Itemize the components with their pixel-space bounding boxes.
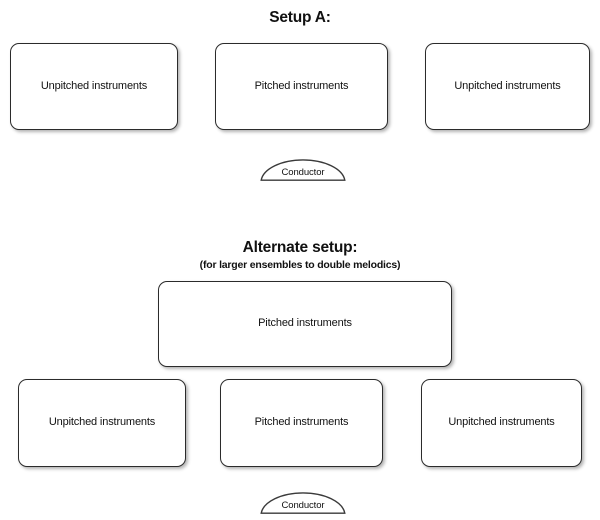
setup-a-title: Setup A: [269, 9, 331, 26]
setup-a-box-unpitched-left: Unpitched instruments [10, 43, 178, 130]
box-label: Unpitched instruments [454, 79, 561, 92]
box-label: Unpitched instruments [448, 416, 555, 429]
box-label: Unpitched instruments [48, 416, 156, 429]
alternate-box-unpitched-right: Unpitched instruments [421, 379, 582, 467]
alternate-box-unpitched-left: Unpitched instruments [18, 379, 186, 467]
alternate-setup-conductor: Conductor [259, 489, 347, 515]
setup-a-conductor: Conductor [259, 156, 347, 182]
box-label: Pitched instruments [258, 317, 352, 330]
setup-a-box-unpitched-right: Unpitched instruments [425, 43, 590, 130]
conductor-label: Conductor [281, 167, 325, 178]
alternate-box-pitched-center: Pitched instruments [220, 379, 383, 467]
box-label: Pitched instruments [254, 79, 349, 92]
conductor-dome-icon [260, 492, 346, 514]
box-label: Pitched instruments [254, 416, 349, 429]
alternate-setup-title: Alternate setup: [242, 239, 358, 256]
alternate-box-pitched-wide: Pitched instruments [158, 281, 452, 367]
box-label: Unpitched instruments [40, 79, 148, 92]
conductor-label: Conductor [281, 500, 325, 511]
conductor-dome-icon [260, 159, 346, 181]
setup-a-box-pitched-center: Pitched instruments [215, 43, 388, 130]
alternate-setup-subtitle: (for larger ensembles to double melodics… [199, 259, 401, 271]
